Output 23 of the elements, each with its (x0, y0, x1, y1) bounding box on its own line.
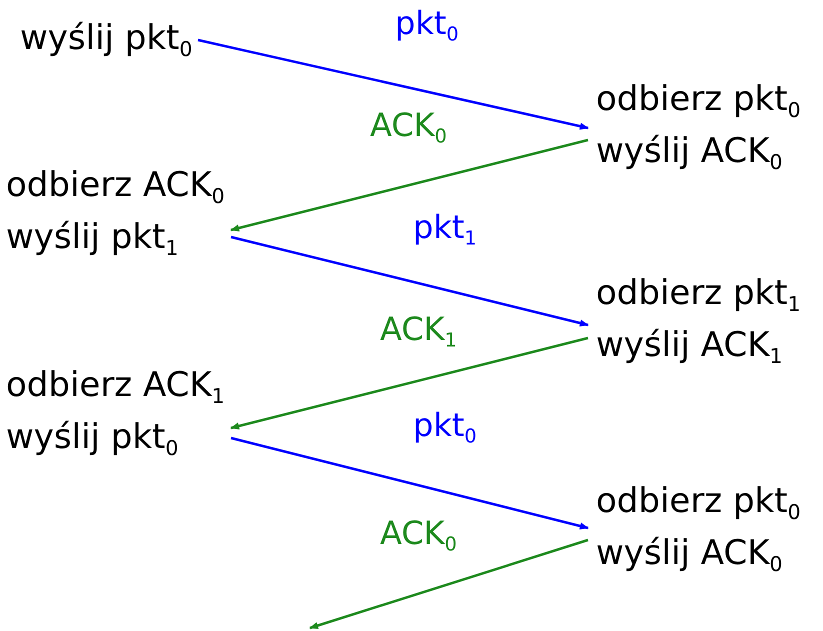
arrow (230, 138, 588, 232)
arrow (230, 336, 588, 430)
node-text: wyślij ACK$_{1}$ (596, 324, 784, 370)
node-text: wyślij pkt$_{1}$ (6, 216, 180, 262)
node-text: wyślij pkt$_{0}$ (6, 416, 180, 462)
arrow (198, 38, 589, 130)
edge-label: ACK$_{0}$ (370, 106, 447, 144)
edge-label: ACK$_{0}$ (380, 514, 457, 552)
arrow (230, 236, 589, 327)
arrow (309, 538, 588, 630)
arrow (230, 436, 589, 530)
node-text: wyślij pkt$_{0}$ (20, 17, 192, 64)
edge-label: pkt$_{0}$ (395, 4, 459, 42)
node-text: odbierz pkt$_{0}$ (596, 78, 802, 124)
node-text: odbierz pkt$_{0}$ (596, 480, 802, 526)
node-text: wyślij ACK$_{0}$ (596, 532, 784, 578)
node-text: odbierz ACK$_{1}$ (6, 364, 225, 410)
node-text: odbierz ACK$_{0}$ (6, 164, 225, 210)
node-text: wyślij ACK$_{0}$ (596, 130, 784, 176)
edge-label: pkt$_{0}$ (413, 406, 477, 444)
edge-label: ACK$_{1}$ (380, 310, 457, 348)
node-text: odbierz pkt$_{1}$ (596, 272, 802, 318)
edge-label: pkt$_{1}$ (413, 208, 477, 246)
